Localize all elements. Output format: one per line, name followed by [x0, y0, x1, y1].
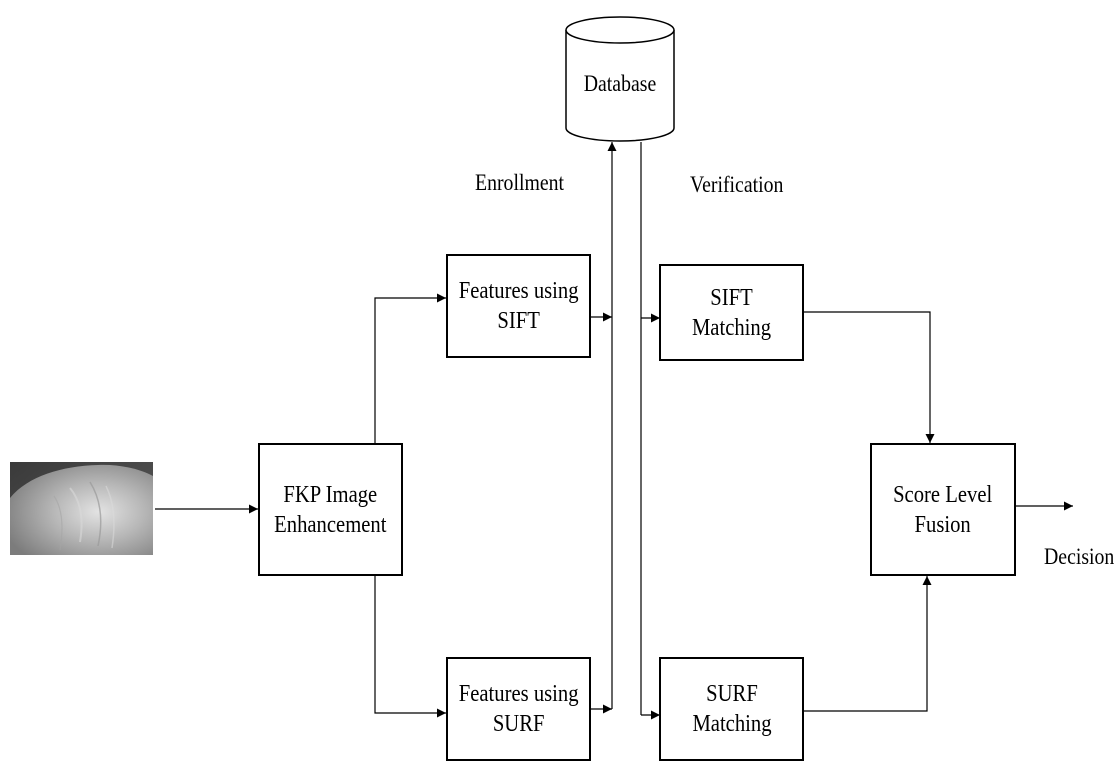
surf-features-box: Features using SURF [446, 657, 591, 761]
surf-matching-label: SURF Matching [691, 681, 772, 737]
arrow-enhancement-to-sift-features [374, 293, 446, 443]
arrow-sift-matching-to-fusion [803, 311, 935, 443]
enrollment-label: Enrollment [475, 170, 564, 195]
database-cylinder-icon [565, 16, 675, 142]
sift-matching-label: SIFT Matching [691, 284, 772, 341]
database-label: Database [583, 71, 657, 96]
decision-label: Decision [1044, 544, 1115, 569]
sift-matching-box: SIFT Matching [659, 264, 804, 361]
surf-matching-box: SURF Matching [659, 657, 804, 761]
arrow-enhancement-to-surf-features [374, 575, 446, 718]
fkp-image-enhancement-box: FKP Image Enhancement [258, 443, 403, 576]
arrow-surf-matching-to-fusion [803, 576, 932, 712]
fkp-image-enhancement-label: FKP Image Enhancement [274, 481, 387, 538]
sift-features-label: Features using SIFT [458, 278, 579, 334]
score-level-fusion-box: Score Level Fusion [870, 443, 1016, 576]
surf-features-label: Features using SURF [458, 681, 579, 737]
sift-features-box: Features using SIFT [446, 254, 591, 358]
verification-label: Verification [690, 172, 784, 197]
finger-knuckle-photo-icon [10, 462, 153, 555]
score-level-fusion-label: Score Level Fusion [893, 481, 993, 538]
